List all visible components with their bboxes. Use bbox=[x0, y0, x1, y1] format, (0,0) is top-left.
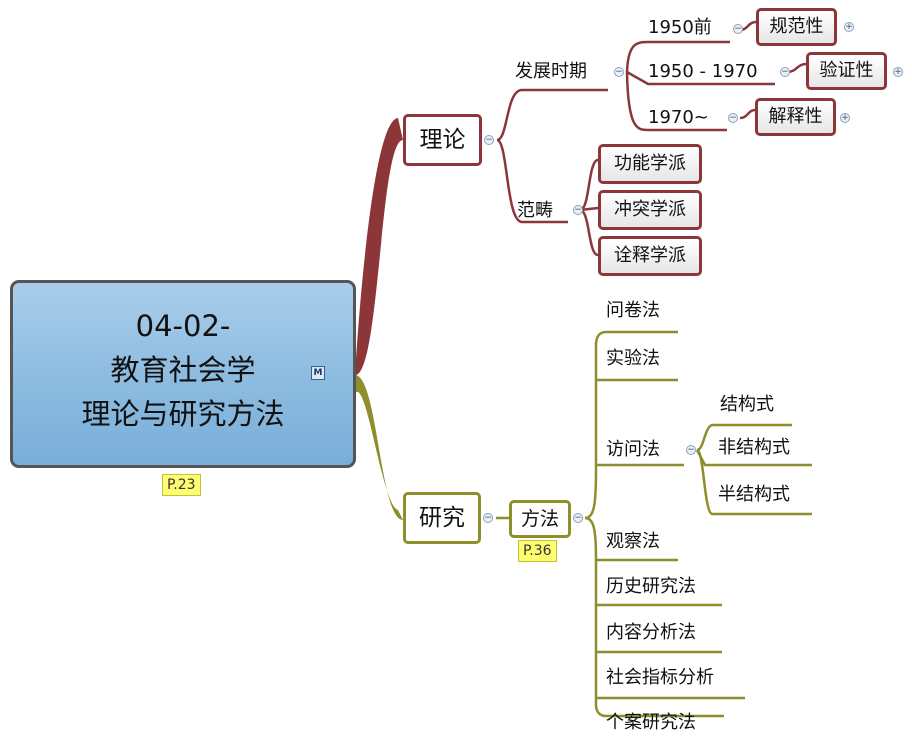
edge-period-2 bbox=[626, 70, 775, 86]
collapse-research-icon[interactable]: − bbox=[483, 513, 493, 523]
root-title-line1: 04-02- bbox=[135, 309, 231, 343]
page-ref-root: P.23 bbox=[162, 474, 201, 496]
root-title-line3: 理论与研究方法 bbox=[81, 397, 285, 431]
collapse-development-icon[interactable]: − bbox=[614, 67, 624, 77]
expand-verification-icon[interactable]: + bbox=[893, 67, 903, 77]
edge-questionnaire bbox=[584, 330, 678, 520]
interpretive-school-node[interactable]: 诠释学派 bbox=[598, 236, 702, 276]
interview-unstructured[interactable]: 非结构式 bbox=[718, 437, 790, 458]
method-node[interactable]: 方法 bbox=[509, 500, 571, 538]
interview-semistructured[interactable]: 半结构式 bbox=[718, 484, 790, 505]
verification-node[interactable]: 验证性 bbox=[806, 52, 887, 90]
period-3-label[interactable]: 1970~ bbox=[648, 107, 709, 128]
edge-school-3 bbox=[579, 208, 599, 257]
period-1-label[interactable]: 1950前 bbox=[648, 17, 712, 38]
collapse-period-2-icon[interactable]: − bbox=[780, 67, 790, 77]
period-2-label[interactable]: 1950 - 1970 bbox=[648, 61, 758, 82]
interpretive-node[interactable]: 解释性 bbox=[755, 98, 836, 136]
functionalism-node[interactable]: 功能学派 bbox=[598, 144, 702, 184]
edge-school-2 bbox=[579, 206, 599, 212]
edge-development bbox=[496, 88, 608, 142]
method-experiment[interactable]: 实验法 bbox=[606, 348, 660, 369]
conflict-school-node[interactable]: 冲突学派 bbox=[598, 190, 702, 230]
page-ref-method: P.36 bbox=[518, 540, 557, 562]
branch-theory bbox=[356, 118, 403, 375]
development-period-label[interactable]: 发展时期 bbox=[515, 61, 587, 82]
paradigm-label[interactable]: 范畴 bbox=[517, 200, 553, 221]
research-node[interactable]: 研究 bbox=[403, 492, 481, 544]
edge-school-1 bbox=[579, 158, 599, 212]
collapse-period-3-icon[interactable]: − bbox=[728, 113, 738, 123]
expand-interpretive-icon[interactable]: + bbox=[840, 113, 850, 123]
theory-node[interactable]: 理论 bbox=[403, 114, 482, 166]
branch-research bbox=[356, 375, 403, 520]
collapse-interview-icon[interactable]: − bbox=[686, 445, 696, 455]
method-social-indicators[interactable]: 社会指标分析 bbox=[606, 667, 714, 688]
marker-badge-icon[interactable]: M bbox=[311, 366, 325, 380]
edge-semistructured bbox=[695, 448, 812, 516]
collapse-period-1-icon[interactable]: − bbox=[733, 24, 743, 34]
method-case-study[interactable]: 个案研究法 bbox=[606, 712, 696, 733]
edge-char-3 bbox=[739, 108, 756, 120]
root-title-line2: 教育社会学 bbox=[110, 353, 256, 387]
edge-period-3 bbox=[625, 71, 727, 132]
edge-structured bbox=[696, 423, 792, 452]
edge-case-study bbox=[584, 516, 724, 718]
edge-paradigm bbox=[496, 138, 568, 224]
expand-normative-icon[interactable]: + bbox=[844, 22, 854, 32]
collapse-theory-icon[interactable]: − bbox=[484, 135, 494, 145]
method-content-analysis[interactable]: 内容分析法 bbox=[606, 622, 696, 643]
interview-structured[interactable]: 结构式 bbox=[720, 394, 774, 415]
method-questionnaire[interactable]: 问卷法 bbox=[606, 300, 660, 321]
method-historical[interactable]: 历史研究法 bbox=[606, 576, 696, 597]
method-interview[interactable]: 访问法 bbox=[606, 439, 660, 460]
collapse-method-icon[interactable]: − bbox=[573, 513, 583, 523]
normative-node[interactable]: 规范性 bbox=[756, 8, 837, 46]
root-node[interactable]: 04-02- 教育社会学 理论与研究方法 bbox=[10, 280, 356, 468]
collapse-paradigm-icon[interactable]: − bbox=[573, 205, 583, 215]
edge-period-1 bbox=[625, 40, 730, 73]
method-observation[interactable]: 观察法 bbox=[606, 531, 660, 552]
